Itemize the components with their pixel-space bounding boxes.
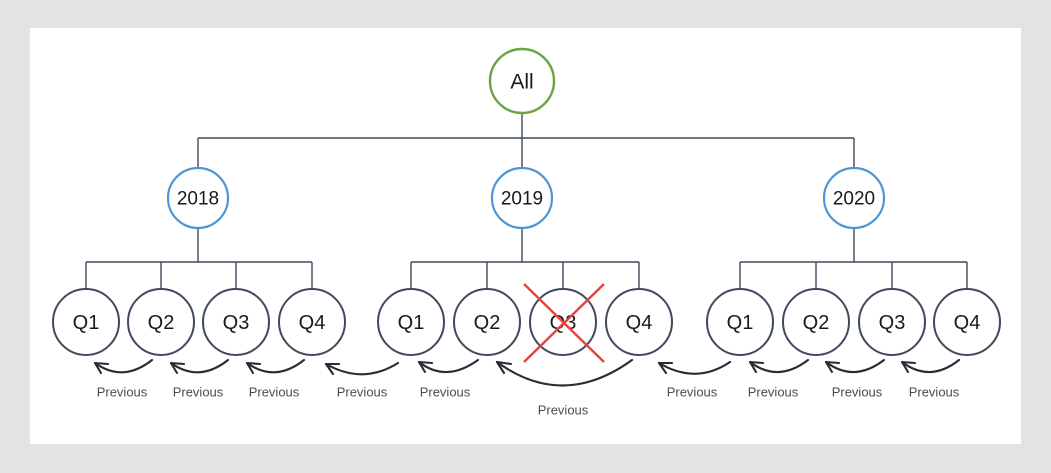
node-year-2018-label: 2018 bbox=[177, 189, 219, 210]
previous-label-p1: Previous bbox=[97, 385, 148, 400]
previous-arrowhead-p6 bbox=[495, 360, 513, 375]
previous-label-p6: Previous bbox=[538, 403, 589, 418]
previous-arrowhead-p5 bbox=[417, 360, 434, 374]
previous-arrow-p3 bbox=[245, 358, 306, 374]
previous-arrowhead-p8 bbox=[748, 360, 765, 374]
node-2018-q1-circle[interactable] bbox=[52, 288, 120, 356]
node-2020-q2[interactable]: Q2 bbox=[782, 288, 850, 356]
node-2020-q4-circle[interactable] bbox=[933, 288, 1001, 356]
node-2019-q4-label: Q4 bbox=[626, 312, 653, 334]
previous-label-p2: Previous bbox=[173, 385, 224, 400]
node-2019-q2-label: Q2 bbox=[474, 312, 501, 334]
node-2018-q3-label: Q3 bbox=[223, 312, 250, 334]
previous-arrows bbox=[93, 358, 961, 387]
previous-arrowhead-p1 bbox=[93, 361, 110, 375]
previous-arrow-p7 bbox=[657, 360, 732, 375]
previous-arrow-p6 bbox=[495, 358, 634, 387]
node-2018-q2-label: Q2 bbox=[148, 312, 175, 334]
previous-labels: Previous Previous Previous Previous Prev… bbox=[97, 385, 960, 418]
previous-arrow-p9 bbox=[824, 358, 886, 374]
node-2019-q2-circle[interactable] bbox=[453, 288, 521, 356]
node-2020-q4[interactable]: Q4 bbox=[933, 288, 1001, 356]
node-2020-q4-label: Q4 bbox=[954, 312, 981, 334]
node-2019-q1[interactable]: Q1 bbox=[377, 288, 445, 356]
node-year-2018-circle[interactable] bbox=[166, 166, 230, 230]
previous-arrow-p2 bbox=[169, 358, 230, 374]
node-2020-q1-label: Q1 bbox=[727, 312, 754, 334]
node-2018-q1-label: Q1 bbox=[73, 312, 100, 334]
node-all-circle[interactable] bbox=[488, 47, 556, 115]
tree-connectors bbox=[85, 113, 968, 290]
previous-arrowhead-p4 bbox=[324, 362, 341, 376]
node-year-2019-label: 2019 bbox=[501, 189, 543, 210]
node-year-2019[interactable]: 2019 bbox=[490, 166, 554, 230]
node-2018-q4-circle[interactable] bbox=[278, 288, 346, 356]
cross-out-stroke-b bbox=[523, 283, 605, 363]
previous-label-p4: Previous bbox=[337, 385, 388, 400]
node-2020-q1-circle[interactable] bbox=[706, 288, 774, 356]
node-2018-q2[interactable]: Q2 bbox=[127, 288, 195, 356]
previous-arrowhead-p3 bbox=[245, 361, 262, 375]
previous-arrow-p10 bbox=[900, 358, 961, 374]
node-year-2020-circle[interactable] bbox=[822, 166, 886, 230]
cross-out-icon-2019-q3 bbox=[523, 283, 605, 363]
node-year-2020[interactable]: 2020 bbox=[822, 166, 886, 230]
node-2020-q2-circle[interactable] bbox=[782, 288, 850, 356]
node-2019-q4[interactable]: Q4 bbox=[605, 288, 673, 356]
node-2018-q2-circle[interactable] bbox=[127, 288, 195, 356]
node-2019-q1-label: Q1 bbox=[398, 312, 425, 334]
node-2019-q1-circle[interactable] bbox=[377, 288, 445, 356]
previous-label-p9: Previous bbox=[832, 385, 883, 400]
node-2019-q2[interactable]: Q2 bbox=[453, 288, 521, 356]
node-2019-q4-circle[interactable] bbox=[605, 288, 673, 356]
previous-arrow-p5 bbox=[417, 358, 480, 374]
previous-arrowhead-p9 bbox=[824, 360, 841, 374]
previous-arrowhead-p2 bbox=[169, 361, 186, 375]
previous-label-p8: Previous bbox=[748, 385, 799, 400]
node-2020-q2-label: Q2 bbox=[803, 312, 830, 334]
node-2020-q1[interactable]: Q1 bbox=[706, 288, 774, 356]
node-year-2019-circle[interactable] bbox=[490, 166, 554, 230]
previous-arrow-p8 bbox=[748, 358, 810, 374]
node-2020-q3-label: Q3 bbox=[879, 312, 906, 334]
previous-label-p10: Previous bbox=[909, 385, 960, 400]
previous-label-p3: Previous bbox=[249, 385, 300, 400]
node-2018-q3[interactable]: Q3 bbox=[202, 288, 270, 356]
previous-arrowhead-p7 bbox=[657, 361, 674, 375]
previous-arrow-p4 bbox=[324, 361, 400, 376]
node-2020-q3[interactable]: Q3 bbox=[858, 288, 926, 356]
node-2018-q4-label: Q4 bbox=[299, 312, 326, 334]
previous-arrow-p1 bbox=[93, 358, 154, 374]
node-2018-q3-circle[interactable] bbox=[202, 288, 270, 356]
node-2020-q3-circle[interactable] bbox=[858, 288, 926, 356]
previous-label-p5: Previous bbox=[420, 385, 471, 400]
node-2018-q1[interactable]: Q1 bbox=[52, 288, 120, 356]
node-all[interactable]: All bbox=[488, 47, 556, 115]
node-2018-q4[interactable]: Q4 bbox=[278, 288, 346, 356]
node-year-2020-label: 2020 bbox=[833, 189, 875, 210]
node-all-label: All bbox=[510, 71, 533, 94]
node-year-2018[interactable]: 2018 bbox=[166, 166, 230, 230]
previous-arrowhead-p10 bbox=[900, 360, 917, 374]
previous-label-p7: Previous bbox=[667, 385, 718, 400]
